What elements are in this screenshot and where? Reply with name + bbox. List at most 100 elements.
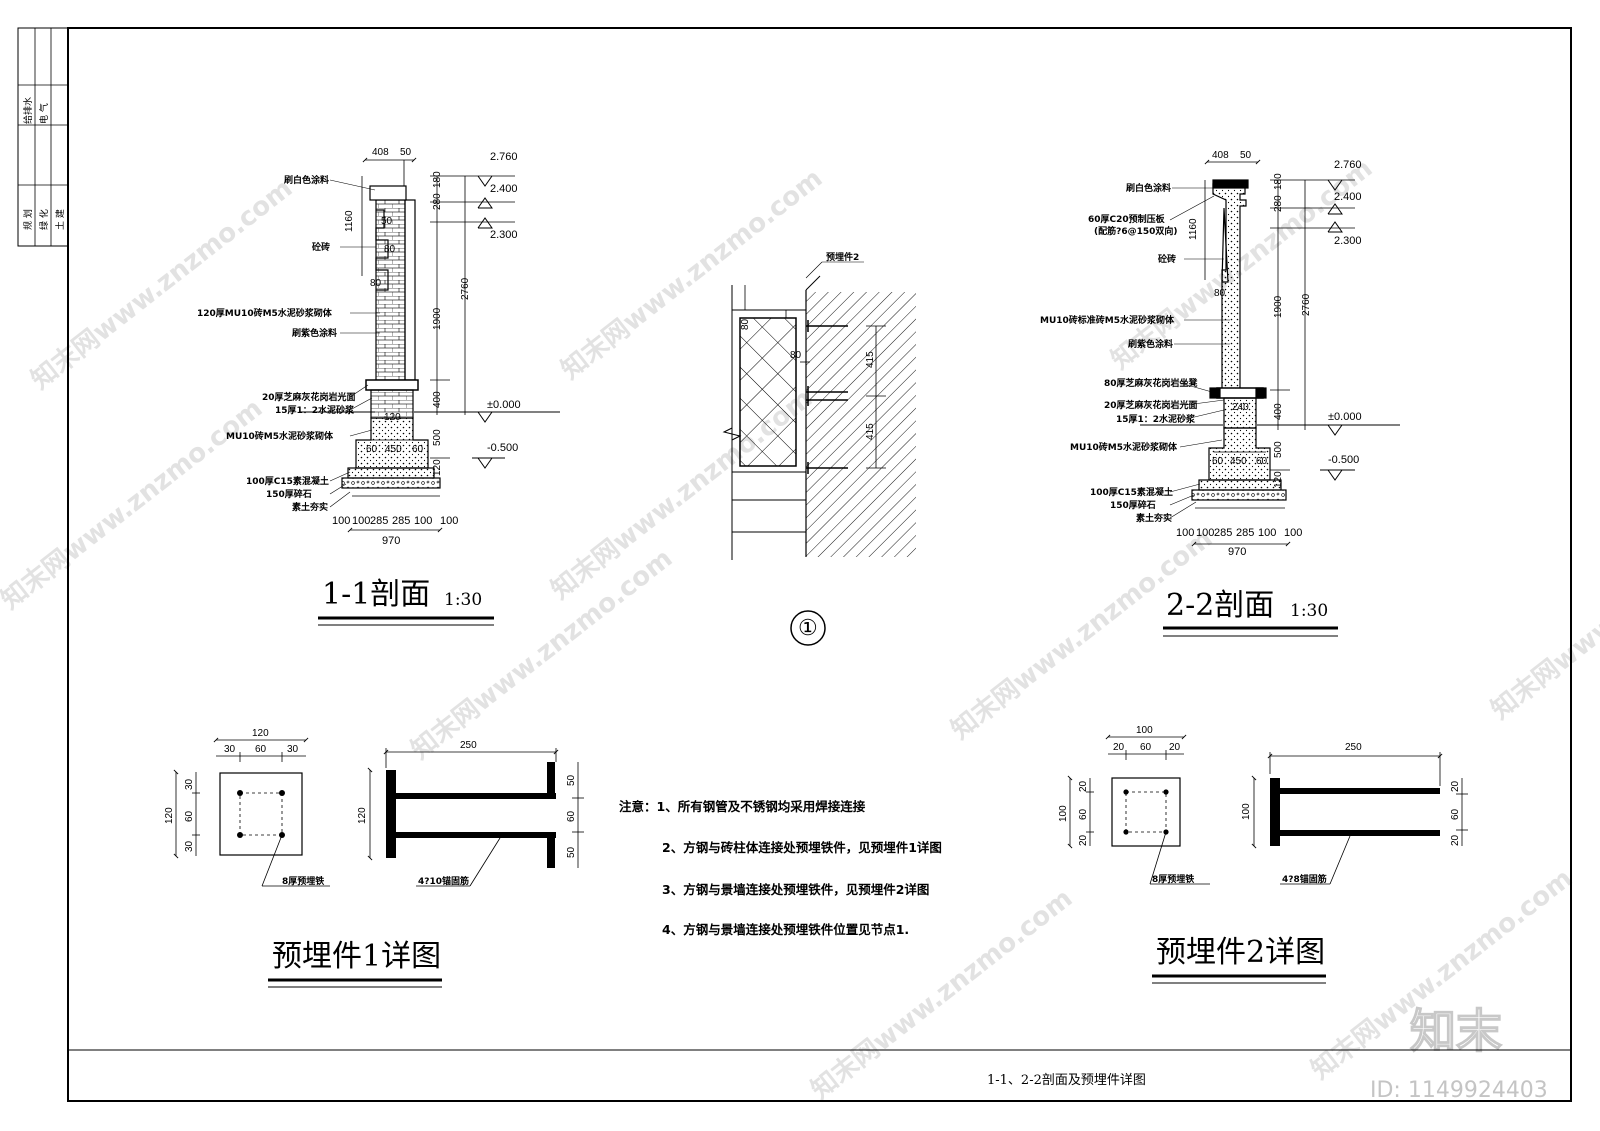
material-label: 15厚1：2水泥砂浆: [1116, 413, 1196, 425]
total-width: 970: [382, 535, 400, 547]
material-label: 150厚碎石: [1110, 499, 1156, 511]
material-label: 刷紫色涂料: [292, 327, 337, 339]
plan-dim: 20: [1078, 780, 1089, 792]
material-label: 素土夯实: [292, 501, 328, 513]
section-2-2: 408 50 280 180 1160 80 1900 2760 400 500…: [1040, 150, 1400, 637]
node-1-detail: 预埋件2 80 80 415 415 ①: [722, 251, 916, 646]
watermark-text: 知末网www.znzmo.com: [1486, 503, 1600, 725]
node-label: 预埋件2: [826, 251, 859, 263]
plan-dim: 100: [1136, 725, 1153, 736]
height-dim: 500: [1273, 441, 1284, 458]
material-label: (配筋?6@150双向): [1094, 225, 1178, 237]
side-dim: 120: [357, 807, 368, 824]
height-dim: 180: [432, 171, 443, 188]
node-dim: 415: [865, 423, 876, 440]
level-label: ±0.000: [487, 399, 521, 411]
sheet-frame: [17, 27, 1572, 1102]
height-dim: 180: [1273, 173, 1284, 190]
height-dim: 2760: [460, 277, 471, 300]
plan-dim: 60: [1078, 808, 1089, 820]
bottom-dim: 100: [1258, 527, 1276, 539]
level-label: 2.400: [490, 183, 518, 195]
bottom-dim: 285: [1236, 527, 1254, 539]
mid-dim: 240: [1232, 402, 1249, 413]
side-label: 土 建: [54, 209, 66, 230]
material-label: 80厚芝麻灰花岗岩坐凳: [1104, 377, 1199, 389]
plan-dim: 60: [1140, 742, 1152, 753]
material-label: 150厚碎石: [266, 488, 312, 500]
height-dim: 500: [432, 429, 443, 446]
side-dim: 20: [1450, 780, 1461, 792]
base-dim: 450: [1230, 456, 1247, 467]
height-dim: 80: [1214, 288, 1226, 299]
node-dim: 80: [790, 350, 802, 361]
embed-1-detail: 120 30 60 30 120 30 60 30 8厚预埋铁 250 120 …: [164, 728, 584, 988]
plan-dim: 60: [255, 744, 267, 755]
material-label: 60厚C20预制压板: [1088, 213, 1166, 225]
side-dim: 250: [1345, 742, 1362, 753]
bottom-dim: 100: [1196, 527, 1214, 539]
section-title: 2-2剖面: [1166, 588, 1274, 623]
notes: 注意：1、所有钢管及不锈钢均采用焊接连接 2、方钢与砖柱体连接处预埋铁件，见预埋…: [619, 799, 942, 937]
watermark-id: ID: 1149924403: [1370, 1078, 1548, 1103]
section-scale: 1:30: [444, 590, 482, 610]
level-label: -0.500: [1328, 454, 1359, 466]
material-label: 15厚1：2水泥砂浆: [275, 404, 355, 416]
height-dim: 1900: [432, 307, 443, 330]
base-dim: 60: [412, 444, 424, 455]
material-label: 20厚芝麻灰花岗岩光面: [262, 391, 356, 403]
height-dim: 1160: [1188, 218, 1199, 240]
note-line: 3、方钢与景墙连接处预埋铁件，见预埋件2详图: [662, 882, 929, 897]
plan-dim: 120: [252, 728, 269, 739]
material-label: 100厚C15素混凝土: [1090, 486, 1173, 498]
side-dim: 50: [566, 774, 577, 786]
material-label: 素土夯实: [1136, 512, 1172, 524]
base-dim: 60: [1212, 456, 1224, 467]
height-dim: 400: [432, 391, 443, 408]
plan-dim: 100: [1058, 805, 1069, 822]
bottom-dim: 100: [1284, 527, 1302, 539]
plan-dim: 120: [164, 807, 175, 824]
mid-dim: 120: [384, 412, 401, 423]
material-label: 砼砖: [312, 241, 330, 253]
material-label: MU10砖M5水泥砂浆砌体: [1070, 441, 1178, 453]
dimension-lines: [1191, 159, 1355, 547]
watermark-text: 知末网www.znzmo.com: [406, 543, 678, 765]
top-dim: 408: [1212, 150, 1229, 161]
height-dim: 80: [370, 278, 382, 289]
plan-dim: 20: [1169, 742, 1181, 753]
side-dim: 100: [1241, 803, 1252, 820]
column-body: [1140, 179, 1400, 501]
plan-dim: 30: [224, 744, 236, 755]
note-line: 2、方钢与砖柱体连接处预埋铁件，见预埋件1详图: [662, 840, 942, 855]
level-label: 2.400: [1334, 191, 1362, 203]
bottom-dim: 100: [352, 515, 370, 527]
embed-2-detail: 100 20 60 20 100 20 60 20 8厚预埋铁 250 100 …: [1058, 725, 1468, 984]
top-dim: 50: [1240, 150, 1252, 161]
plan-dim: 20: [1113, 742, 1125, 753]
base-dim: 450: [385, 444, 402, 455]
material-label: 20厚芝麻灰花岗岩光面: [1104, 399, 1198, 411]
embed-title: 预埋件1详图: [272, 939, 441, 974]
watermark-logo: 知末: [1410, 1004, 1502, 1058]
bottom-dim: 285: [1214, 527, 1232, 539]
plan-label: 8厚预埋铁: [1152, 873, 1194, 885]
height-dim: 280: [432, 193, 443, 210]
height-dim: 120: [432, 459, 443, 476]
drawing-title: 1-1、2-2剖面及预埋件详图: [987, 1073, 1146, 1088]
level-label: 2.760: [490, 151, 518, 163]
height-dim: 50: [381, 216, 393, 227]
side-label: 4?10锚固筋: [418, 875, 469, 887]
height-dim: 280: [1273, 195, 1284, 212]
watermark-text: 知末网www.znzmo.com: [26, 173, 298, 395]
level-label: -0.500: [487, 442, 518, 454]
column-body: [300, 185, 560, 489]
material-label: 120厚MU10砖M5水泥砂浆砌体: [197, 307, 333, 319]
level-markers: [1320, 179, 1355, 481]
plan-dim: 30: [287, 744, 299, 755]
side-dim: 50: [566, 846, 577, 858]
watermark-text: 知末网www.znzmo.com: [946, 523, 1218, 745]
height-dim: 2760: [1301, 293, 1312, 316]
base-dim: 60: [1256, 456, 1268, 467]
node-symbol: ①: [798, 616, 818, 641]
